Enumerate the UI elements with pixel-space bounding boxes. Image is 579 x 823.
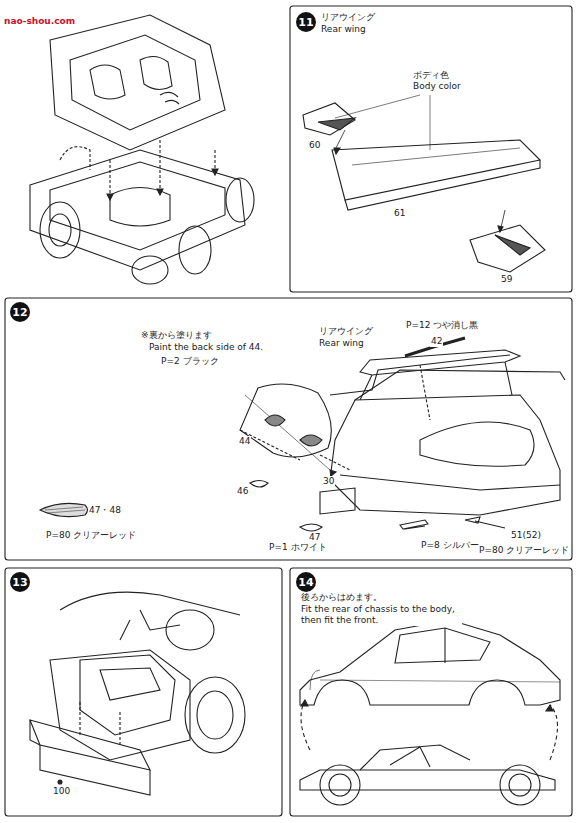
callout-number: 51(52) (510, 530, 542, 541)
paint-note: ※裏から塗ります (140, 330, 213, 341)
part-name: Rear wing (318, 338, 365, 349)
paint-code: P=1 ホワイト (268, 542, 328, 553)
paint-note: Paint the back side of 44. (148, 342, 264, 353)
callout-number: 59 (500, 274, 513, 285)
paint-note: Body color (412, 81, 462, 92)
paint-note: ボディ色 (412, 70, 450, 81)
watermark: nao-shou.com (3, 16, 76, 27)
paint-code: P=80 クリアーレッド (45, 530, 137, 541)
step-number: 12 (10, 302, 30, 322)
step-number: 14 (296, 572, 316, 592)
step-number: 13 (10, 572, 30, 592)
callout-number: 46 (236, 486, 249, 497)
note: 後ろからはめます。 (300, 592, 383, 603)
step-label: 12 (12, 306, 27, 319)
paint-code: P=2 ブラック (160, 356, 220, 367)
callout-number: 60 (308, 140, 321, 151)
callout-number: 100 (52, 786, 71, 797)
part-name: リアウイング (318, 326, 374, 337)
callout-number: 47・48 (88, 505, 122, 516)
step-title: リアウイング (320, 12, 376, 23)
paint-code: P=12 つや消し黒 (405, 320, 479, 331)
callout-number: 30 (322, 476, 335, 487)
step-label: 11 (298, 16, 313, 29)
callout-number: 44 (238, 436, 251, 447)
callout-number: 61 (393, 208, 406, 219)
step-number: 11 (296, 12, 316, 32)
step-title: Rear wing (320, 24, 367, 35)
callout-number: 42 (430, 336, 443, 347)
step-label: 13 (12, 576, 27, 589)
note: Fit the rear of chassis to the body, the… (300, 604, 462, 626)
step-label: 14 (298, 576, 313, 589)
callout-number: 47 (308, 532, 321, 543)
paint-code: P=8 シルバー (420, 540, 480, 551)
paint-code: P=80 クリアーレッド (478, 545, 570, 556)
